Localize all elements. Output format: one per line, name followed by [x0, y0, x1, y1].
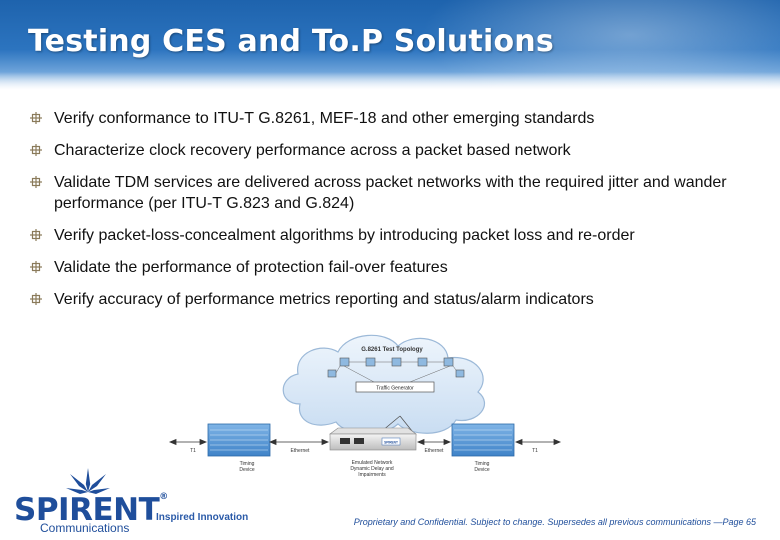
bullet-gear-icon: [30, 144, 42, 156]
spirent-star-icon: [66, 468, 110, 494]
right-device-label-2: Device: [474, 467, 490, 473]
logo-text: SPIRENT®: [14, 492, 168, 528]
bullet-item: Characterize clock recovery performance …: [30, 140, 760, 161]
spirent-logo: [66, 468, 110, 494]
emulator-label-2: Dynamic Delay and: [350, 466, 394, 472]
bullet-text: Validate TDM services are delivered acro…: [54, 174, 727, 212]
emulator-label-3: Impairments: [358, 472, 386, 478]
logo-registered-mark: ®: [159, 492, 168, 502]
logo-wordmark: SPIRENT: [14, 492, 160, 528]
bullet-text: Verify conformance to ITU-T G.8261, MEF-…: [54, 110, 595, 127]
right-timing-device: Timing Device: [451, 423, 515, 473]
bullet-item: Verify accuracy of performance metrics r…: [30, 289, 760, 310]
t1-links: [168, 438, 562, 446]
ethernet-links: [268, 438, 452, 446]
footer-text: Proprietary and Confidential. Subject to…: [353, 517, 756, 527]
bullet-item: Verify conformance to ITU-T G.8261, MEF-…: [30, 108, 760, 129]
network-emulator: SPIRENT Emulated Network Dynamic Delay a…: [329, 427, 417, 478]
bullet-text: Verify packet-loss-concealment algorithm…: [54, 227, 635, 244]
right-t1-label: T1: [532, 448, 538, 454]
bullet-item: Verify packet-loss-concealment algorithm…: [30, 225, 760, 246]
emulator-brand: SPIRENT: [384, 441, 398, 445]
bullet-gear-icon: [30, 112, 42, 124]
slide-title: Testing CES and To.P Solutions: [28, 24, 554, 59]
slide-header: Testing CES and To.P Solutions: [0, 0, 780, 90]
traffic-generator-label: Traffic Generator: [376, 386, 414, 392]
bullet-item: Validate TDM services are delivered acro…: [30, 172, 760, 214]
bullet-gear-icon: [30, 261, 42, 273]
cloud-title: G.8261 Test Topology: [361, 347, 423, 353]
left-timing-device: Timing Device: [207, 423, 271, 473]
left-device-label-2: Device: [239, 467, 255, 473]
bullet-item: Validate the performance of protection f…: [30, 257, 760, 278]
bullet-gear-icon: [30, 293, 42, 305]
network-cloud: G.8261 Test Topology Traffic Generator: [282, 334, 485, 435]
left-t1-label: T1: [190, 448, 196, 454]
bullet-text: Characterize clock recovery performance …: [54, 142, 571, 159]
bullet-text: Verify accuracy of performance metrics r…: [54, 291, 594, 308]
bullet-gear-icon: [30, 176, 42, 188]
bullet-list: Verify conformance to ITU-T G.8261, MEF-…: [30, 108, 760, 321]
left-ethernet-label: Ethernet: [291, 448, 311, 454]
right-ethernet-label: Ethernet: [425, 448, 445, 454]
left-device-label-1: Timing: [240, 461, 255, 467]
logo-subtitle: Communications: [40, 521, 130, 535]
tagline: Inspired Innovation: [156, 512, 249, 523]
bullet-text: Validate the performance of protection f…: [54, 259, 448, 276]
emulator-label-1: Emulated Network: [352, 460, 393, 466]
header-fade: [0, 72, 780, 90]
right-device-label-1: Timing: [475, 461, 490, 467]
test-topology-diagram: G.8261 Test Topology Traffic Generator: [168, 334, 562, 478]
bullet-gear-icon: [30, 229, 42, 241]
traffic-generator-box: [355, 381, 435, 393]
topology-links: [335, 361, 457, 383]
